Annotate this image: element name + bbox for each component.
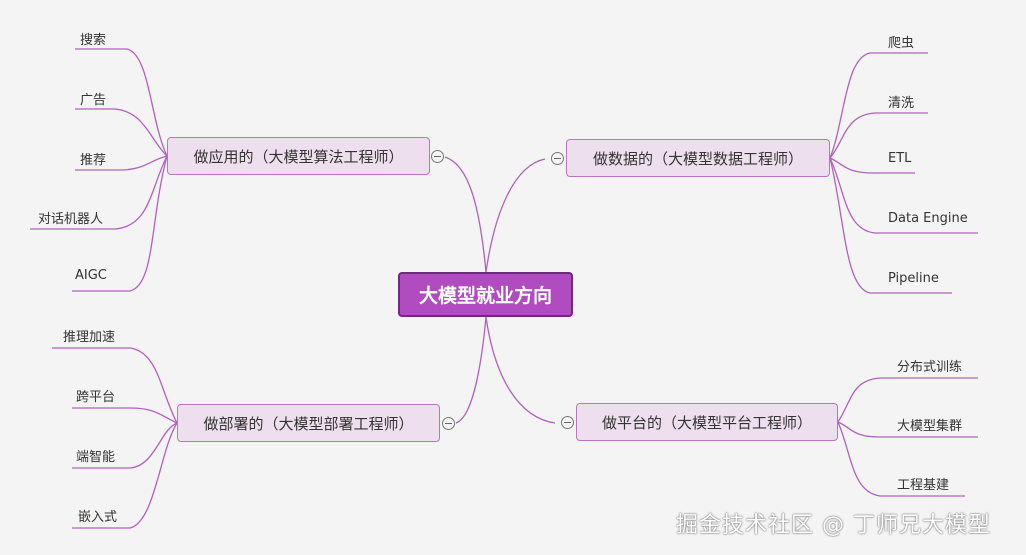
- branch-deployment[interactable]: 做部署的（大模型部署工程师）: [177, 404, 440, 442]
- link-data-leaf-1: [829, 52, 928, 159]
- link-center-data: [485, 158, 546, 273]
- link-app-leaf-1: [75, 48, 168, 157]
- collapse-data-icon[interactable]: [551, 152, 564, 165]
- link-plat-leaf-3: [837, 421, 965, 497]
- leaf-inference-accel[interactable]: 推理加速: [63, 330, 116, 345]
- collapse-app-icon[interactable]: [431, 150, 444, 163]
- leaf-search[interactable]: 搜索: [80, 33, 107, 48]
- link-center-deploy: [455, 316, 487, 424]
- link-data-leaf-4: [829, 157, 978, 234]
- leaf-pipeline[interactable]: Pipeline: [888, 271, 939, 286]
- link-app-leaf-3: [75, 155, 168, 171]
- leaf-infrastructure[interactable]: 工程基建: [897, 478, 950, 493]
- link-deploy-leaf-4: [72, 422, 178, 529]
- branch-application[interactable]: 做应用的（大模型算法工程师）: [167, 137, 430, 175]
- collapse-platform-icon[interactable]: [561, 416, 574, 429]
- leaf-etl[interactable]: ETL: [888, 151, 912, 166]
- link-app-leaf-4: [30, 155, 168, 230]
- leaf-cleaning[interactable]: 清洗: [888, 96, 915, 111]
- leaf-cross-platform[interactable]: 跨平台: [76, 390, 116, 405]
- collapse-deploy-icon[interactable]: [442, 417, 455, 430]
- link-deploy-leaf-3: [72, 422, 178, 469]
- link-deploy-leaf-2: [72, 407, 178, 424]
- leaf-crawler[interactable]: 爬虫: [888, 36, 915, 51]
- link-deploy-leaf-1: [52, 347, 178, 424]
- watermark: 掘金技术社区 @ 丁师兄大模型: [676, 513, 991, 538]
- link-plat-leaf-2: [837, 421, 978, 438]
- link-app-leaf-5: [72, 155, 168, 292]
- link-plat-leaf-1: [837, 377, 978, 423]
- leaf-llm-cluster[interactable]: 大模型集群: [897, 419, 963, 434]
- leaf-chatbot[interactable]: 对话机器人: [38, 212, 104, 227]
- leaf-data-engine[interactable]: Data Engine: [888, 211, 968, 226]
- link-data-leaf-5: [829, 157, 952, 294]
- link-app-leaf-2: [75, 108, 168, 157]
- leaf-ads[interactable]: 广告: [80, 93, 107, 108]
- leaf-recommend[interactable]: 推荐: [80, 153, 107, 168]
- central-topic[interactable]: 大模型就业方向: [398, 272, 573, 317]
- leaf-edge-intelligence[interactable]: 端智能: [76, 450, 116, 465]
- link-data-leaf-2: [829, 112, 928, 159]
- leaf-aigc[interactable]: AIGC: [75, 268, 107, 283]
- leaf-distributed-training[interactable]: 分布式训练: [897, 360, 963, 375]
- leaf-embedded[interactable]: 嵌入式: [78, 510, 118, 525]
- link-data-leaf-3: [829, 157, 915, 174]
- link-center-plat: [485, 316, 556, 424]
- link-center-app: [444, 156, 487, 273]
- branch-data[interactable]: 做数据的（大模型数据工程师）: [566, 139, 830, 177]
- branch-platform[interactable]: 做平台的（大模型平台工程师）: [576, 403, 838, 441]
